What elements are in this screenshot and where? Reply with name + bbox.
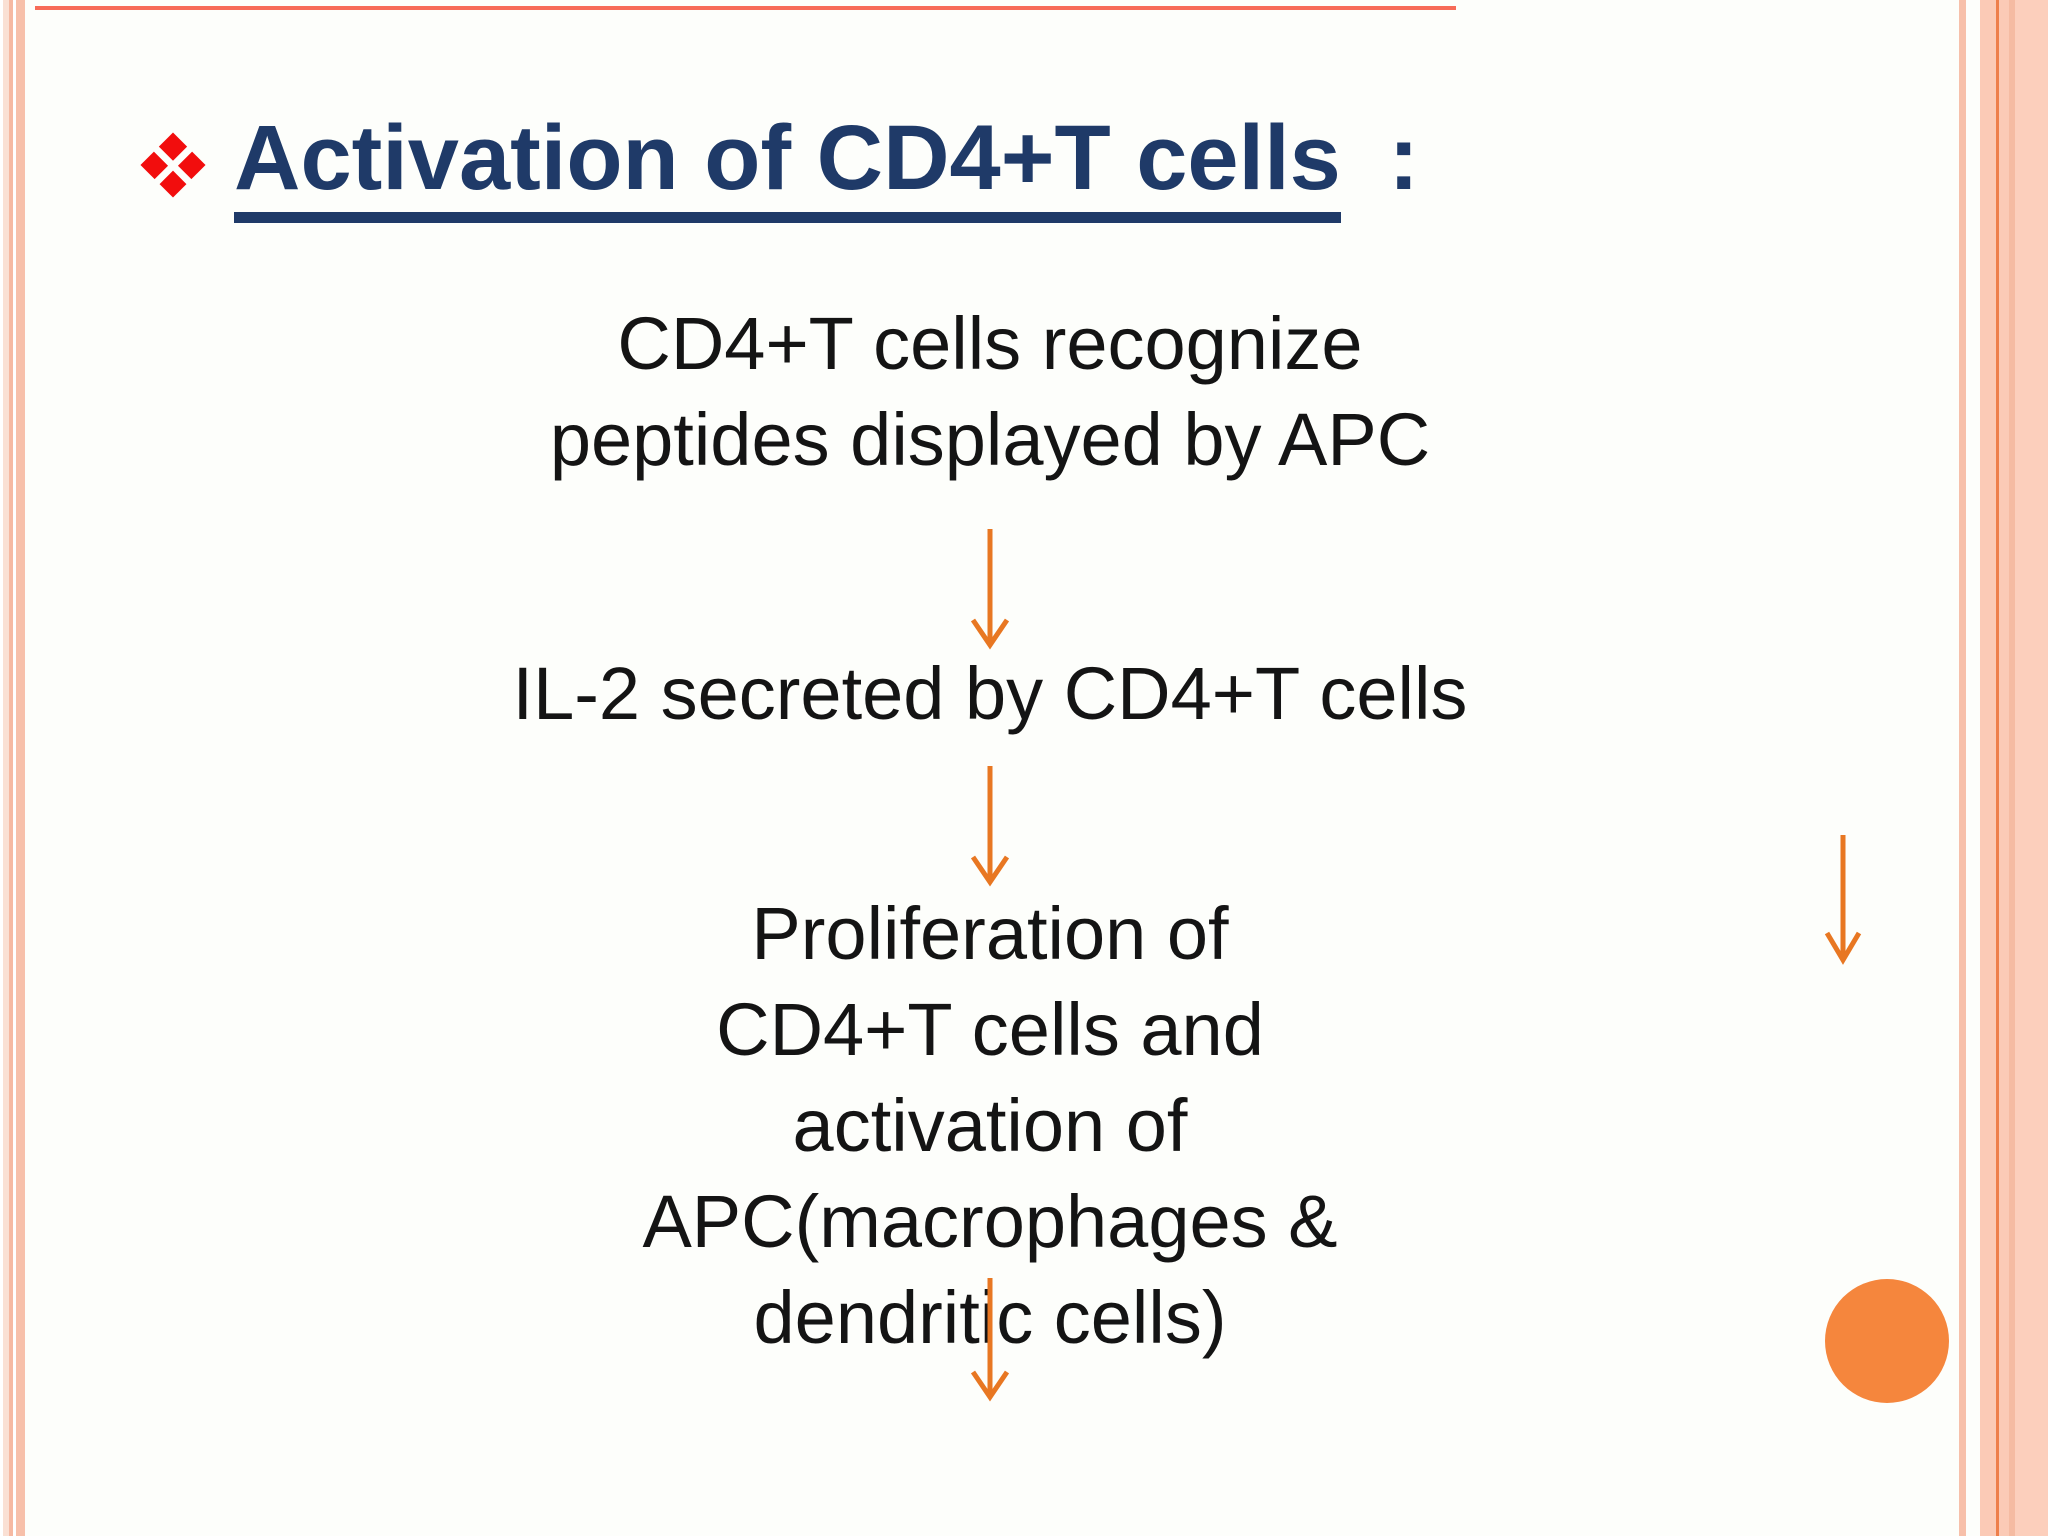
flow-step-line: Proliferation of xyxy=(751,892,1229,975)
left-border-stripe xyxy=(0,0,3,1536)
right-border-stripe xyxy=(2015,0,2048,1536)
flow-step-line: IL-2 secreted by CD4+T cells xyxy=(512,652,1468,735)
top-accent-line xyxy=(35,6,1456,10)
left-border-stripe xyxy=(13,0,16,1536)
down-arrow-icon xyxy=(970,1278,1010,1402)
flow-step-2: IL-2 secreted by CD4+T cells xyxy=(390,646,1590,742)
flow-step-line: activation of xyxy=(792,1084,1188,1167)
flow-step-line: peptides displayed by APC xyxy=(549,398,1431,481)
flow-step-3: Proliferation of CD4+T cells and activat… xyxy=(390,886,1590,1366)
page-title-colon: : xyxy=(1388,107,1420,209)
page-title-text: Activation of CD4+T cells xyxy=(234,112,1341,223)
left-border-stripe xyxy=(9,0,13,1536)
slide-title-row: Activation of CD4+T cells : xyxy=(140,112,1419,223)
flow-step-1: CD4+T cells recognize peptides displayed… xyxy=(390,296,1590,488)
right-border-stripe xyxy=(2009,0,2015,1536)
left-border-stripe xyxy=(16,0,25,1536)
right-border-accent-line xyxy=(1996,0,1999,1536)
flow-step-line: CD4+T cells recognize xyxy=(617,302,1363,385)
left-border-stripe xyxy=(3,0,9,1536)
flow-step-line: APC(macrophages & xyxy=(642,1180,1338,1263)
diamond-bullet-icon xyxy=(140,132,206,198)
down-arrow-icon xyxy=(970,766,1010,887)
right-border-stripe xyxy=(1959,0,1966,1536)
orange-circle-decoration xyxy=(1825,1279,1949,1403)
flow-step-line: CD4+T cells and xyxy=(716,988,1264,1071)
down-arrow-icon xyxy=(970,529,1010,650)
page-title: Activation of CD4+T cells : xyxy=(234,112,1419,223)
down-arrow-icon-right xyxy=(1824,835,1862,965)
